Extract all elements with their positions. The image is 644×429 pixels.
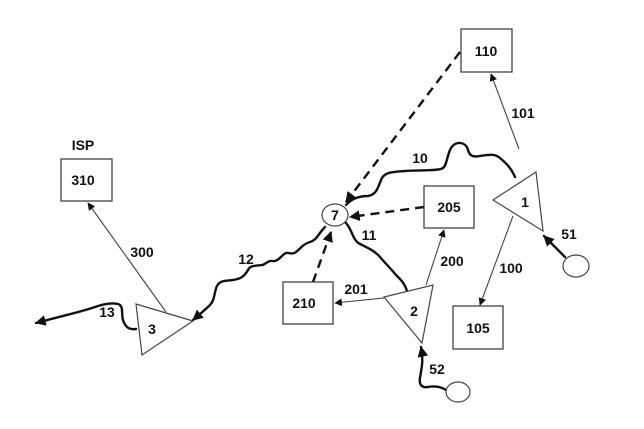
box-105 bbox=[452, 305, 504, 350]
label-12: 12 bbox=[238, 251, 254, 267]
wavy-link-13 bbox=[34, 302, 138, 331]
box-210 bbox=[282, 281, 334, 325]
label-200: 200 bbox=[440, 253, 464, 269]
box-310-label: 310 bbox=[71, 172, 95, 188]
label-11: 11 bbox=[362, 227, 377, 243]
link-200 bbox=[425, 229, 446, 286]
source-node-52 bbox=[445, 381, 471, 403]
box-205-label: 205 bbox=[437, 199, 461, 215]
triangle-node-3 bbox=[135, 303, 195, 357]
label-201: 201 bbox=[344, 281, 368, 297]
link-101 bbox=[489, 73, 520, 150]
label-52: 52 bbox=[429, 361, 445, 377]
label-51: 51 bbox=[561, 226, 577, 242]
label-100: 100 bbox=[499, 260, 523, 276]
box-105-label: 105 bbox=[466, 320, 490, 336]
source-node-51 bbox=[562, 254, 590, 278]
label-101: 101 bbox=[511, 105, 535, 121]
box-310-caption: ISP bbox=[72, 137, 95, 153]
label-300: 300 bbox=[130, 244, 154, 260]
box-310 bbox=[60, 158, 113, 202]
triangle-node-2-label: 2 bbox=[410, 303, 418, 319]
wavy-link-11 bbox=[343, 220, 409, 293]
link-100 bbox=[478, 215, 514, 306]
box-205 bbox=[423, 185, 475, 229]
hub-node-7-label: 7 bbox=[331, 207, 339, 223]
dashed-link-210-to-7 bbox=[311, 230, 333, 283]
box-110-label: 110 bbox=[475, 43, 498, 59]
box-110 bbox=[460, 28, 513, 73]
box-210-label: 210 bbox=[292, 295, 316, 311]
wavy-link-52 bbox=[417, 345, 448, 392]
dashed-link-205-to-7 bbox=[348, 205, 425, 222]
wavy-link-51 bbox=[542, 234, 567, 259]
wavy-link-12 bbox=[191, 225, 327, 322]
dashed-link-110-to-7 bbox=[345, 51, 461, 203]
triangle-node-1 bbox=[491, 170, 544, 233]
triangle-node-2 bbox=[382, 284, 434, 345]
label-10: 10 bbox=[412, 150, 428, 166]
triangle-node-3-label: 3 bbox=[148, 321, 156, 337]
hub-node-7 bbox=[321, 203, 349, 227]
link-300 bbox=[87, 202, 167, 313]
link-201 bbox=[334, 297, 385, 307]
label-13: 13 bbox=[99, 304, 115, 320]
triangle-node-1-label: 1 bbox=[521, 194, 529, 210]
wavy-link-10 bbox=[344, 141, 517, 207]
